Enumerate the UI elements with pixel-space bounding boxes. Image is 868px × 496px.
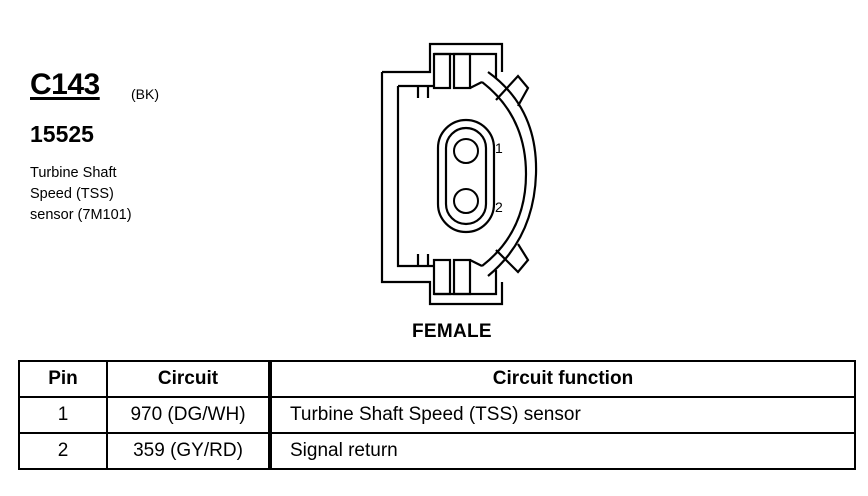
description-line: Turbine Shaft [30, 165, 117, 181]
cell-circuit-function: Signal return [269, 432, 856, 470]
table-row: 1 970 (DG/WH) Turbine Shaft Speed (TSS) … [18, 396, 856, 434]
connector-face-drawing [380, 42, 538, 306]
view-label: FEMALE [412, 321, 492, 342]
cell-circuit: 359 (GY/RD) [106, 432, 272, 470]
pin-cavity-1 [453, 138, 479, 164]
description-line: Speed (TSS) [30, 186, 114, 202]
table-row: 2 359 (GY/RD) Signal return [18, 432, 856, 470]
part-number: 15525 [30, 121, 94, 147]
connector-description: Turbine Shaft Speed (TSS) sensor (7M101) [30, 163, 132, 226]
top-latch [432, 52, 452, 90]
connector-id: C143 [30, 68, 100, 101]
connector-curved-face [487, 71, 538, 277]
connector-body-outline [382, 42, 504, 74]
cell-circuit-function: Turbine Shaft Speed (TSS) sensor [269, 396, 856, 434]
header-circuit-function: Circuit function [269, 360, 856, 398]
description-line: sensor (7M101) [30, 207, 132, 223]
pin-cavity-housing-outer [436, 118, 496, 234]
header-circuit: Circuit [106, 360, 272, 398]
cell-pin: 1 [18, 396, 108, 434]
connector-color-code: (BK) [131, 86, 159, 102]
pin-1-label: 1 [495, 140, 503, 156]
cell-pin: 2 [18, 432, 108, 470]
pinout-table: Pin Circuit Circuit function 1 970 (DG/W… [18, 360, 856, 470]
upper-lock-tab [495, 74, 530, 107]
pin-cavity-2 [453, 188, 479, 214]
cell-circuit: 970 (DG/WH) [106, 396, 272, 434]
header-pin: Pin [18, 360, 108, 398]
bottom-latch [432, 258, 452, 296]
table-header-row: Pin Circuit Circuit function [18, 360, 856, 398]
lower-lock-tab [495, 243, 530, 274]
pin-2-label: 2 [495, 199, 503, 215]
